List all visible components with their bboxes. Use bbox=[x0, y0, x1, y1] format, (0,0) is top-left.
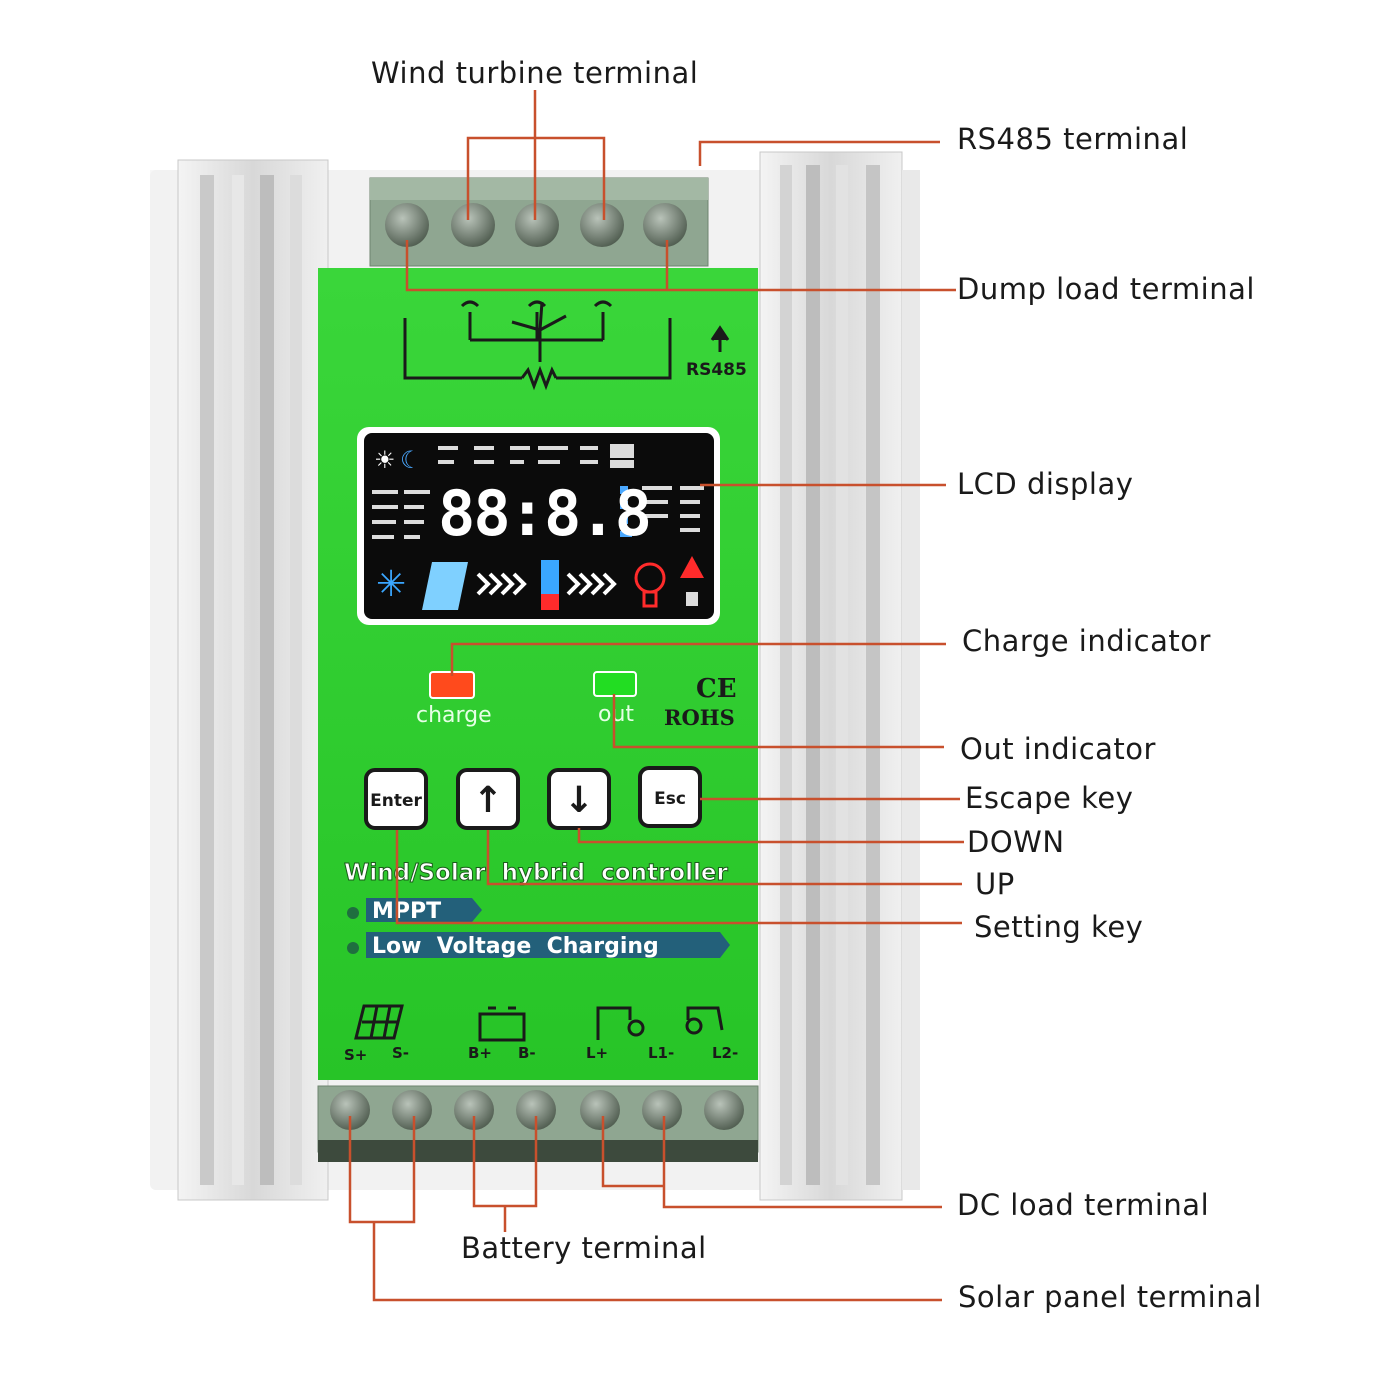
callout-wind-turbine: Wind turbine terminal bbox=[371, 56, 699, 90]
terminal-label: L+ bbox=[586, 1044, 608, 1062]
leader-charge bbox=[450, 642, 946, 676]
lamp-lcd-icon bbox=[634, 562, 666, 608]
leader-solar-stem bbox=[372, 1222, 942, 1302]
terminal-screw bbox=[580, 1090, 620, 1130]
load-lamp-icon bbox=[596, 1006, 724, 1040]
controller-title: Wind/Solar hybrid controller bbox=[344, 860, 728, 886]
battery-icon bbox=[478, 1006, 526, 1042]
flow-arrows-icon bbox=[566, 572, 617, 596]
leader-up bbox=[486, 830, 962, 886]
top-screws bbox=[385, 203, 687, 247]
charge-label: charge bbox=[416, 703, 492, 728]
terminal-screw bbox=[643, 203, 687, 247]
leader-rs485 bbox=[698, 140, 940, 166]
feature-tag bbox=[366, 898, 482, 922]
esc-key-label: Esc bbox=[654, 789, 686, 809]
rohs-mark: ROHS bbox=[664, 705, 735, 730]
bullet-dot bbox=[347, 942, 359, 954]
callout-battery: Battery terminal bbox=[461, 1231, 707, 1265]
feature-mppt: MPPT bbox=[372, 899, 441, 924]
terminal-labels: S+ S- B+ B- L+ L1- L2- bbox=[344, 1044, 738, 1064]
terminal-screw bbox=[580, 203, 624, 247]
lcd-small-segments bbox=[372, 444, 704, 539]
terminal-label: S- bbox=[392, 1044, 409, 1062]
bullet-dot bbox=[347, 907, 359, 919]
out-led bbox=[593, 671, 637, 697]
terminal-screw bbox=[454, 1090, 494, 1130]
solar-panel-lcd-icon bbox=[422, 562, 468, 610]
arrow-up-icon: ↑ bbox=[473, 780, 503, 821]
callout-up: UP bbox=[975, 867, 1015, 901]
lcd-display: ☀ ☾ 88:8.8 ✳ bbox=[357, 427, 720, 625]
wind-schematic bbox=[403, 300, 730, 391]
leader-setting bbox=[395, 830, 962, 925]
terminal-label: L2- bbox=[712, 1044, 738, 1062]
bottom-symbols bbox=[354, 1004, 724, 1042]
terminal-screw bbox=[516, 1090, 556, 1130]
ce-mark: CE bbox=[696, 674, 737, 704]
esc-key[interactable]: Esc bbox=[638, 766, 702, 828]
sun-icon: ☀ bbox=[374, 446, 396, 474]
feature-tag bbox=[366, 932, 730, 958]
callout-dc-load: DC load terminal bbox=[957, 1188, 1210, 1222]
leader-lines bbox=[348, 90, 964, 1302]
leader-dc-load bbox=[601, 1116, 664, 1188]
rs485-label: RS485 bbox=[686, 360, 747, 380]
callout-solar-panel: Solar panel terminal bbox=[958, 1280, 1262, 1314]
terminal-screw bbox=[451, 203, 495, 247]
terminal-screw bbox=[704, 1090, 744, 1130]
terminal-label: L1- bbox=[648, 1044, 674, 1062]
leader-dump-load bbox=[405, 240, 956, 292]
top-terminal-block bbox=[369, 177, 709, 267]
leader-solar bbox=[348, 1116, 416, 1224]
callout-rs485: RS485 terminal bbox=[957, 122, 1189, 156]
lcd-unit-letters bbox=[620, 486, 632, 537]
terminal-screw bbox=[385, 203, 429, 247]
enter-key[interactable]: Enter bbox=[364, 768, 428, 830]
terminal-label: B+ bbox=[468, 1044, 492, 1062]
terminal-label: B- bbox=[518, 1044, 536, 1062]
callout-lcd: LCD display bbox=[957, 467, 1134, 501]
up-key[interactable]: ↑ bbox=[456, 768, 520, 830]
terminal-screw bbox=[515, 203, 559, 247]
leader-out bbox=[612, 694, 944, 749]
down-key[interactable]: ↓ bbox=[547, 768, 611, 830]
callout-dump-load: Dump load terminal bbox=[957, 272, 1255, 306]
terminal-screw bbox=[392, 1090, 432, 1130]
terminal-screw bbox=[330, 1090, 370, 1130]
warning-icon bbox=[680, 556, 704, 578]
leader-down bbox=[577, 828, 964, 844]
callout-down: DOWN bbox=[967, 825, 1065, 859]
callout-escape-key: Escape key bbox=[965, 781, 1134, 815]
terminal-label: S+ bbox=[344, 1046, 367, 1064]
moon-icon: ☾ bbox=[400, 446, 422, 474]
arrow-up-icon bbox=[710, 325, 730, 341]
turbine-icon bbox=[511, 301, 567, 362]
solar-panel-icon bbox=[354, 1004, 404, 1040]
resistor-icon bbox=[520, 365, 558, 391]
leader-dc-load-2 bbox=[662, 1116, 942, 1209]
callout-setting-key: Setting key bbox=[974, 910, 1144, 944]
terminal-screw bbox=[642, 1090, 682, 1130]
callout-charge-indicator: Charge indicator bbox=[962, 624, 1211, 658]
lcd-main-digits: 88:8.8 bbox=[438, 477, 650, 550]
flow-arrows-icon bbox=[476, 572, 527, 596]
battery-lcd-icon bbox=[541, 560, 559, 610]
fan-icon: ✳ bbox=[376, 564, 406, 605]
callout-out-indicator: Out indicator bbox=[960, 732, 1156, 766]
feature-low-voltage: Low Voltage Charging bbox=[372, 934, 659, 959]
arrow-down-icon: ↓ bbox=[564, 780, 594, 821]
enter-key-label: Enter bbox=[370, 791, 422, 811]
bottom-terminal-block bbox=[317, 1085, 759, 1162]
out-label: out bbox=[598, 702, 634, 727]
